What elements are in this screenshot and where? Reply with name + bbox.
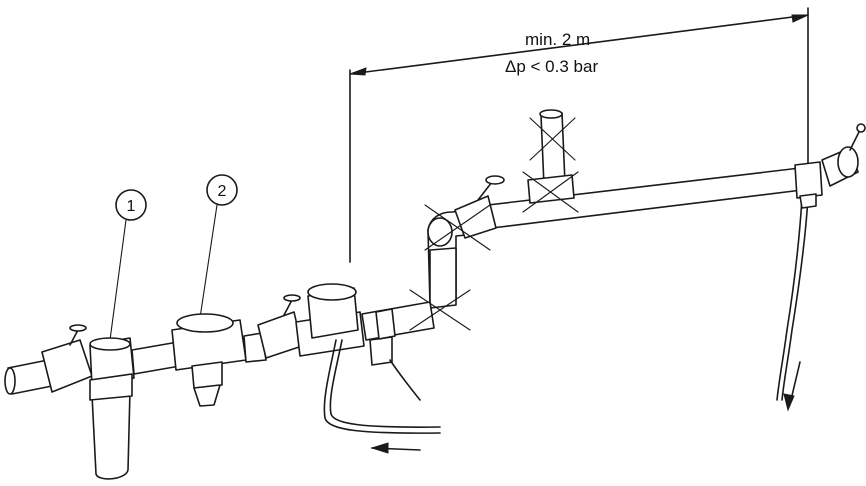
drain-tap-right [799, 193, 817, 209]
pipe-segment-1 [131, 341, 181, 375]
drain-hose-bottom-inner [329, 339, 441, 428]
backflow-preventer-drain [191, 361, 223, 389]
inlet-pipe-end [4, 367, 16, 395]
upper-valve-body [454, 195, 497, 239]
tee-fitting [527, 174, 575, 204]
drain-hose-right [781, 197, 809, 401]
distance-label: min. 2 m [525, 30, 590, 49]
backflow-preventer-top [176, 313, 234, 333]
vertical-pipe [429, 247, 457, 309]
meter-module [369, 336, 393, 366]
middle-valve-body [257, 311, 303, 359]
elbow-cap [427, 217, 453, 247]
main-pipe-run [4, 283, 441, 480]
inlet-valve-handwheel [69, 324, 87, 332]
callout-1: 1 [109, 189, 147, 341]
upper-valve-stem [477, 181, 493, 201]
crossed-valve-upper [454, 175, 505, 239]
middle-valve-handwheel [283, 294, 301, 302]
x-mark-icon [409, 289, 471, 331]
filter-collar [89, 373, 133, 401]
callout-2-circle [206, 174, 238, 206]
callout-1-leader [109, 219, 127, 341]
cross-marks [409, 117, 579, 331]
x-mark-icon [424, 204, 491, 251]
x-mark-icon [522, 171, 579, 213]
dimension-line [349, 14, 809, 75]
water-meter-dial [307, 283, 357, 301]
inlet-valve-stem [69, 329, 79, 346]
filter-bowl [91, 389, 131, 480]
upper-pipe [427, 109, 866, 401]
upper-valve-handwheel [485, 175, 505, 185]
callout-1-circle [115, 189, 147, 221]
callout-2-leader [199, 204, 218, 319]
x-mark-icon [529, 117, 576, 161]
arrow-left-icon [370, 442, 421, 454]
end-valve-handwheel [856, 123, 866, 133]
inlet-valve-body [41, 339, 93, 393]
end-valve-port [837, 146, 859, 178]
dimension-arrow-left-icon [349, 67, 367, 76]
drain-hose-right-inner [776, 197, 803, 401]
pipe-segment-2 [243, 332, 267, 363]
drain-hose-bottom [323, 339, 441, 434]
outlet-union [375, 308, 396, 340]
dimension-arrow-right-icon [791, 14, 809, 23]
callout-2: 2 [199, 174, 238, 319]
end-tee [794, 161, 823, 199]
filter-cap [89, 337, 131, 351]
end-valve-stem [849, 129, 861, 151]
arrow-down-icon [783, 361, 801, 412]
tee-branch [540, 112, 566, 187]
tee-branch-top [539, 109, 563, 119]
dimension-group: min. 2 m Δp < 0.3 bar [349, 7, 809, 263]
middle-valve-stem [283, 299, 293, 316]
backflow-drain-funnel [193, 384, 221, 407]
meter-cable [389, 359, 421, 401]
callout-2-number: 2 [218, 183, 227, 200]
callout-1-number: 1 [127, 198, 136, 215]
pressure-label: Δp < 0.3 bar [505, 57, 598, 76]
